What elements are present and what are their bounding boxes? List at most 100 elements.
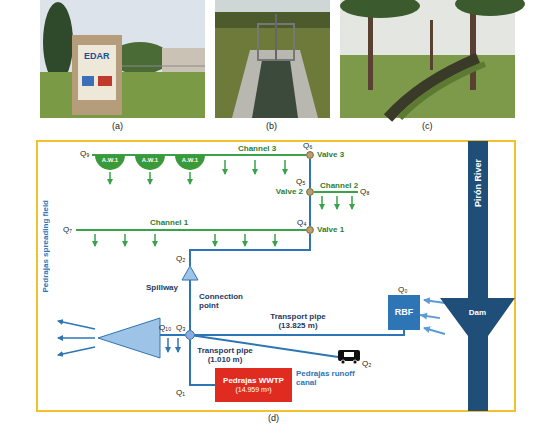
node-text: A.W.1 [182, 157, 198, 164]
pipe-connector [420, 313, 440, 320]
connector-line [309, 196, 311, 226]
diagram-label: Channel 3 [238, 144, 276, 153]
node-text: Dam [469, 308, 486, 317]
canopy [340, 0, 420, 18]
node-text: A.W.1 [102, 157, 118, 164]
node-circle [186, 331, 195, 340]
node-text: Spillway [146, 283, 178, 292]
diagram-label: Q₅ [296, 177, 305, 186]
infiltration-arrows [95, 160, 352, 246]
pipe [160, 334, 185, 336]
node-text: Pedrajas WWTP [223, 376, 284, 385]
node-triangle [182, 266, 198, 280]
well-half-circle: A.W.1 [95, 155, 125, 170]
building [162, 48, 205, 74]
tree [43, 2, 73, 82]
pipe-connector [190, 280, 191, 330]
node-outline [306, 151, 314, 159]
connection-circle: Connection point [185, 330, 195, 340]
tile [98, 76, 112, 86]
well-half-circle: A.W.1 [175, 155, 205, 170]
channel-line [314, 191, 358, 193]
node-text: (14.959 m³) [235, 385, 271, 394]
sky [340, 0, 515, 118]
frame [37, 141, 515, 411]
grass [40, 72, 205, 118]
arrow-head [420, 313, 427, 320]
diagram-label: Channel 1 [150, 218, 188, 227]
diagram-label: EDAR [84, 52, 110, 61]
shrubs [400, 64, 485, 118]
photo-ditch [340, 0, 525, 118]
sky [40, 0, 205, 118]
trunk [368, 10, 373, 90]
node-outline [440, 298, 515, 350]
grass [215, 0, 330, 118]
node-text: Valve 1 [317, 225, 344, 234]
node-circle [307, 189, 314, 196]
gate-spindle [275, 14, 277, 60]
diagram-label: Q₃ [176, 323, 185, 332]
node-outline [182, 266, 198, 280]
trunk [430, 20, 433, 70]
diagram-label: Q₆ [303, 141, 312, 150]
pipe-connector [190, 234, 310, 266]
diagram-label: (d) [268, 414, 279, 423]
node-text: Valve 3 [317, 150, 344, 159]
photo-gate [215, 0, 330, 118]
tile [82, 76, 94, 86]
node-outline [306, 226, 314, 234]
node-half-circle [175, 155, 205, 170]
diagram-label: Q₁₀ [159, 323, 171, 332]
diagram-label: Q₁ [176, 388, 185, 397]
node-outline [185, 330, 195, 340]
rbf-box: RBF [388, 295, 420, 330]
diagram-label: Q₂ [176, 254, 185, 263]
diagram-label: Q₉ [80, 149, 89, 158]
connector-line [190, 234, 310, 266]
spreading-triangle [98, 318, 160, 358]
tree-line [215, 12, 330, 28]
spreading-arrows [58, 321, 178, 355]
photo-wwtp-sign [40, 0, 205, 118]
diagram-label: (a) [112, 122, 123, 131]
valve-circle: Valve 2 [306, 188, 314, 196]
node-funnel [440, 298, 515, 350]
diagram-label: (b) [266, 122, 277, 131]
diagram-label: Pedrajas runoff canal [296, 369, 356, 387]
water [252, 60, 298, 118]
canopy [455, 0, 525, 16]
node-half-circle [95, 155, 125, 170]
diagram-label: Pedrajas spreading field [41, 200, 50, 292]
well-half-circle: A.W.1 [135, 155, 165, 170]
diagram-label: Q₂ [362, 359, 371, 368]
channel-line [76, 229, 306, 231]
diagram-label: (c) [422, 122, 433, 131]
sky [215, 0, 330, 12]
river-band: Pirón River [468, 141, 488, 411]
diagram-label: Q₄ [297, 218, 307, 227]
wwtp-box: Pedrajas WWTP(14.959 m³) [215, 368, 292, 402]
fence [122, 66, 205, 67]
node-circle [307, 152, 314, 159]
spillway-triangle: Spillway [182, 266, 198, 280]
node-text: Pirón River [474, 159, 483, 207]
connector-line [309, 159, 311, 188]
node-circle [307, 227, 314, 234]
pipe-connector [195, 330, 404, 335]
node-text: Connection point [199, 292, 259, 310]
node-outline [306, 188, 314, 196]
node-text: A.W.1 [142, 157, 158, 164]
edge-label: Transport pipe (1.010 m) [196, 346, 254, 364]
pipe-connector [310, 159, 311, 188]
diagram-label: Q₇ [63, 225, 72, 234]
pipe-connector [310, 196, 311, 226]
diagram-label: Channel 2 [320, 181, 358, 190]
valve-circle: Valve 3 [306, 151, 314, 159]
stone-sign [72, 35, 122, 115]
runoff-truck-icon [338, 350, 360, 364]
dam-funnel: Dam [440, 298, 515, 350]
diagram-label: Q₈ [360, 187, 370, 196]
node-text: RBF [395, 308, 414, 317]
